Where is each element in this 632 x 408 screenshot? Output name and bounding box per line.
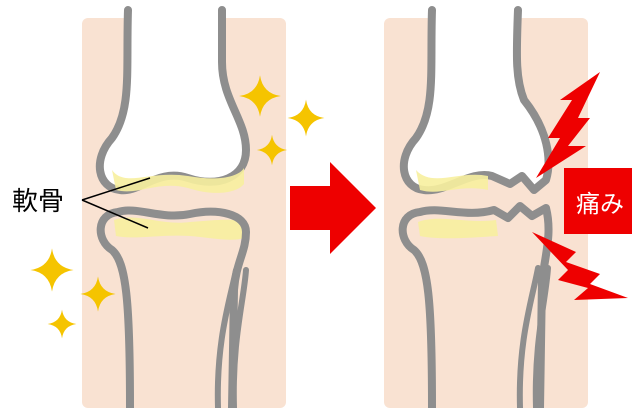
healthy-knee bbox=[30, 10, 324, 408]
damaged-knee: 痛み bbox=[384, 10, 632, 408]
sparkle-icon bbox=[48, 310, 77, 339]
sparkle-icon bbox=[30, 248, 73, 291]
sparkle-icon bbox=[288, 100, 325, 137]
cartilage-label: 軟骨 bbox=[12, 187, 64, 217]
right-arrow-icon bbox=[290, 162, 376, 254]
damaged-cartilage-lower bbox=[418, 219, 498, 239]
pain-label: 痛み bbox=[576, 190, 624, 218]
